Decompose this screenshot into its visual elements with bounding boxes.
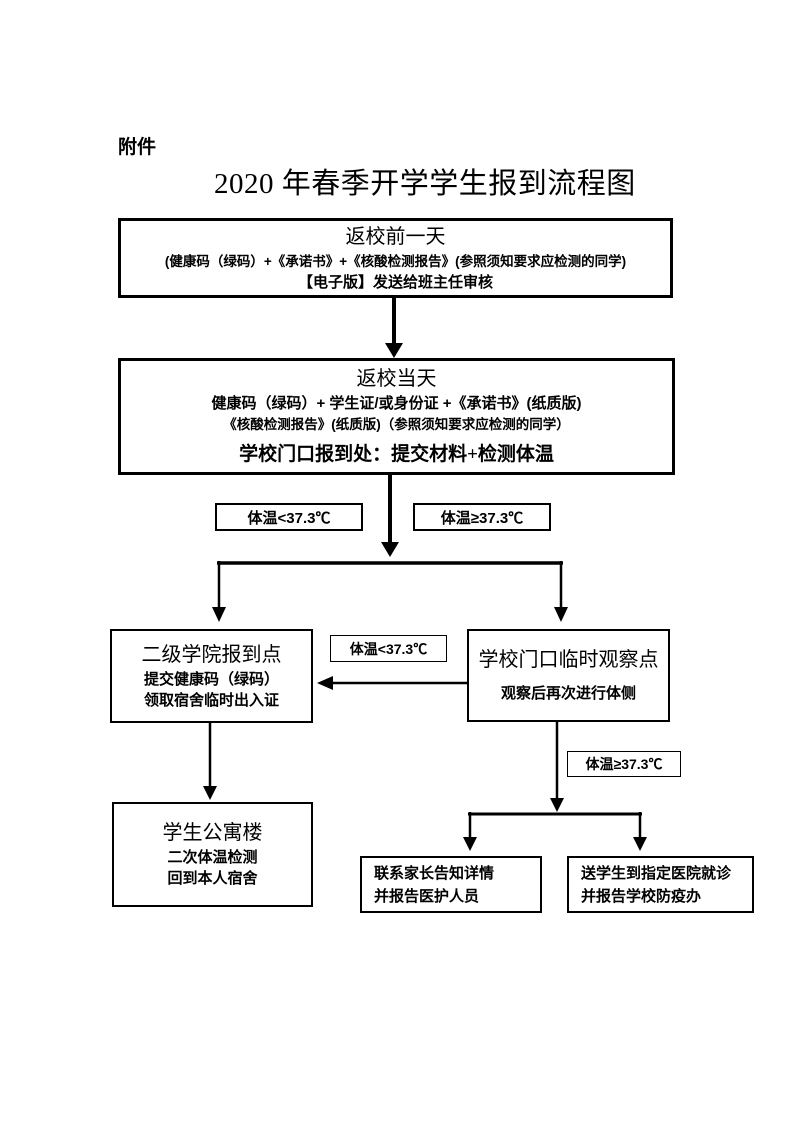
box-day-before-return: 返校前一天 (健康码（绿码）+《承诺书》+《核酸检测报告》(参照须知要求应检测的… (118, 218, 673, 298)
box-observation-title: 学校门口临时观察点 (478, 649, 659, 671)
box-dormitory: 学生公寓楼 二次体温检测 回到本人宿舍 (112, 802, 313, 907)
branch-temperature-split (212, 561, 568, 622)
box-contact-parents: 联系家长告知详情 并报告医护人员 (360, 856, 542, 913)
box-day-before-title: 返校前一天 (345, 225, 446, 248)
box-college-checkin: 二级学院报到点 提交健康码（绿码） 领取宿舍临时出入证 (110, 629, 313, 723)
box-send-hospital-line2: 并报告学校防疫办 (581, 887, 702, 905)
condition-temp-normal-top: 体温<37.3℃ (215, 503, 363, 531)
box-dormitory-line1: 二次体温检测 (167, 849, 258, 866)
box-send-hospital: 送学生到指定医院就诊 并报告学校防疫办 (567, 856, 754, 913)
box-return-day-title: 返校当天 (356, 367, 437, 390)
arrow-return-day-to-branch (381, 475, 399, 557)
box-contact-parents-line2: 并报告医护人员 (374, 887, 480, 905)
arrow-observation-to-college (317, 676, 467, 690)
page-title: 2020 年春季开学学生报到流程图 (214, 168, 636, 200)
box-college-line1: 提交健康码（绿码） (143, 670, 279, 688)
arrow-day-before-to-return-day (385, 297, 403, 358)
box-day-before-materials: (健康码（绿码）+《承诺书》+《核酸检测报告》(参照须知要求应检测的同学) (164, 253, 627, 269)
box-contact-parents-line1: 联系家长告知详情 (374, 864, 495, 882)
box-observation-line1: 观察后再次进行体侧 (500, 685, 636, 702)
arrow-college-to-dorm (203, 723, 217, 800)
box-college-line2: 领取宿舍临时出入证 (143, 691, 279, 709)
box-college-title: 二级学院报到点 (141, 643, 282, 666)
arrow-observation-to-branch (550, 722, 564, 812)
box-return-day-materials-1: 健康码（绿码）+ 学生证/或身份证 +《承诺书》(纸质版) (211, 394, 582, 412)
box-day-before-action: 【电子版】发送给班主任审核 (297, 273, 493, 291)
box-dormitory-title: 学生公寓楼 (162, 822, 263, 844)
box-return-day-action: 学校门口报到处：提交材料+检测体温 (239, 443, 554, 465)
branch-high-temp-split (463, 812, 647, 851)
box-observation-point: 学校门口临时观察点 观察后再次进行体侧 (467, 629, 670, 722)
box-send-hospital-line1: 送学生到指定医院就诊 (581, 864, 732, 882)
condition-temp-high-top: 体温≥37.3℃ (413, 503, 551, 531)
box-dormitory-line2: 回到本人宿舍 (167, 870, 258, 887)
condition-temp-normal-mid: 体温<37.3℃ (330, 635, 447, 662)
box-return-day: 返校当天 健康码（绿码）+ 学生证/或身份证 +《承诺书》(纸质版) 《核酸检测… (118, 358, 675, 475)
attachment-label: 附件 (118, 137, 157, 158)
condition-temp-high-mid: 体温≥37.3℃ (567, 751, 681, 777)
box-return-day-materials-2: 《核酸检测报告》(纸质版)（参照须知要求应检测的同学） (223, 416, 570, 432)
